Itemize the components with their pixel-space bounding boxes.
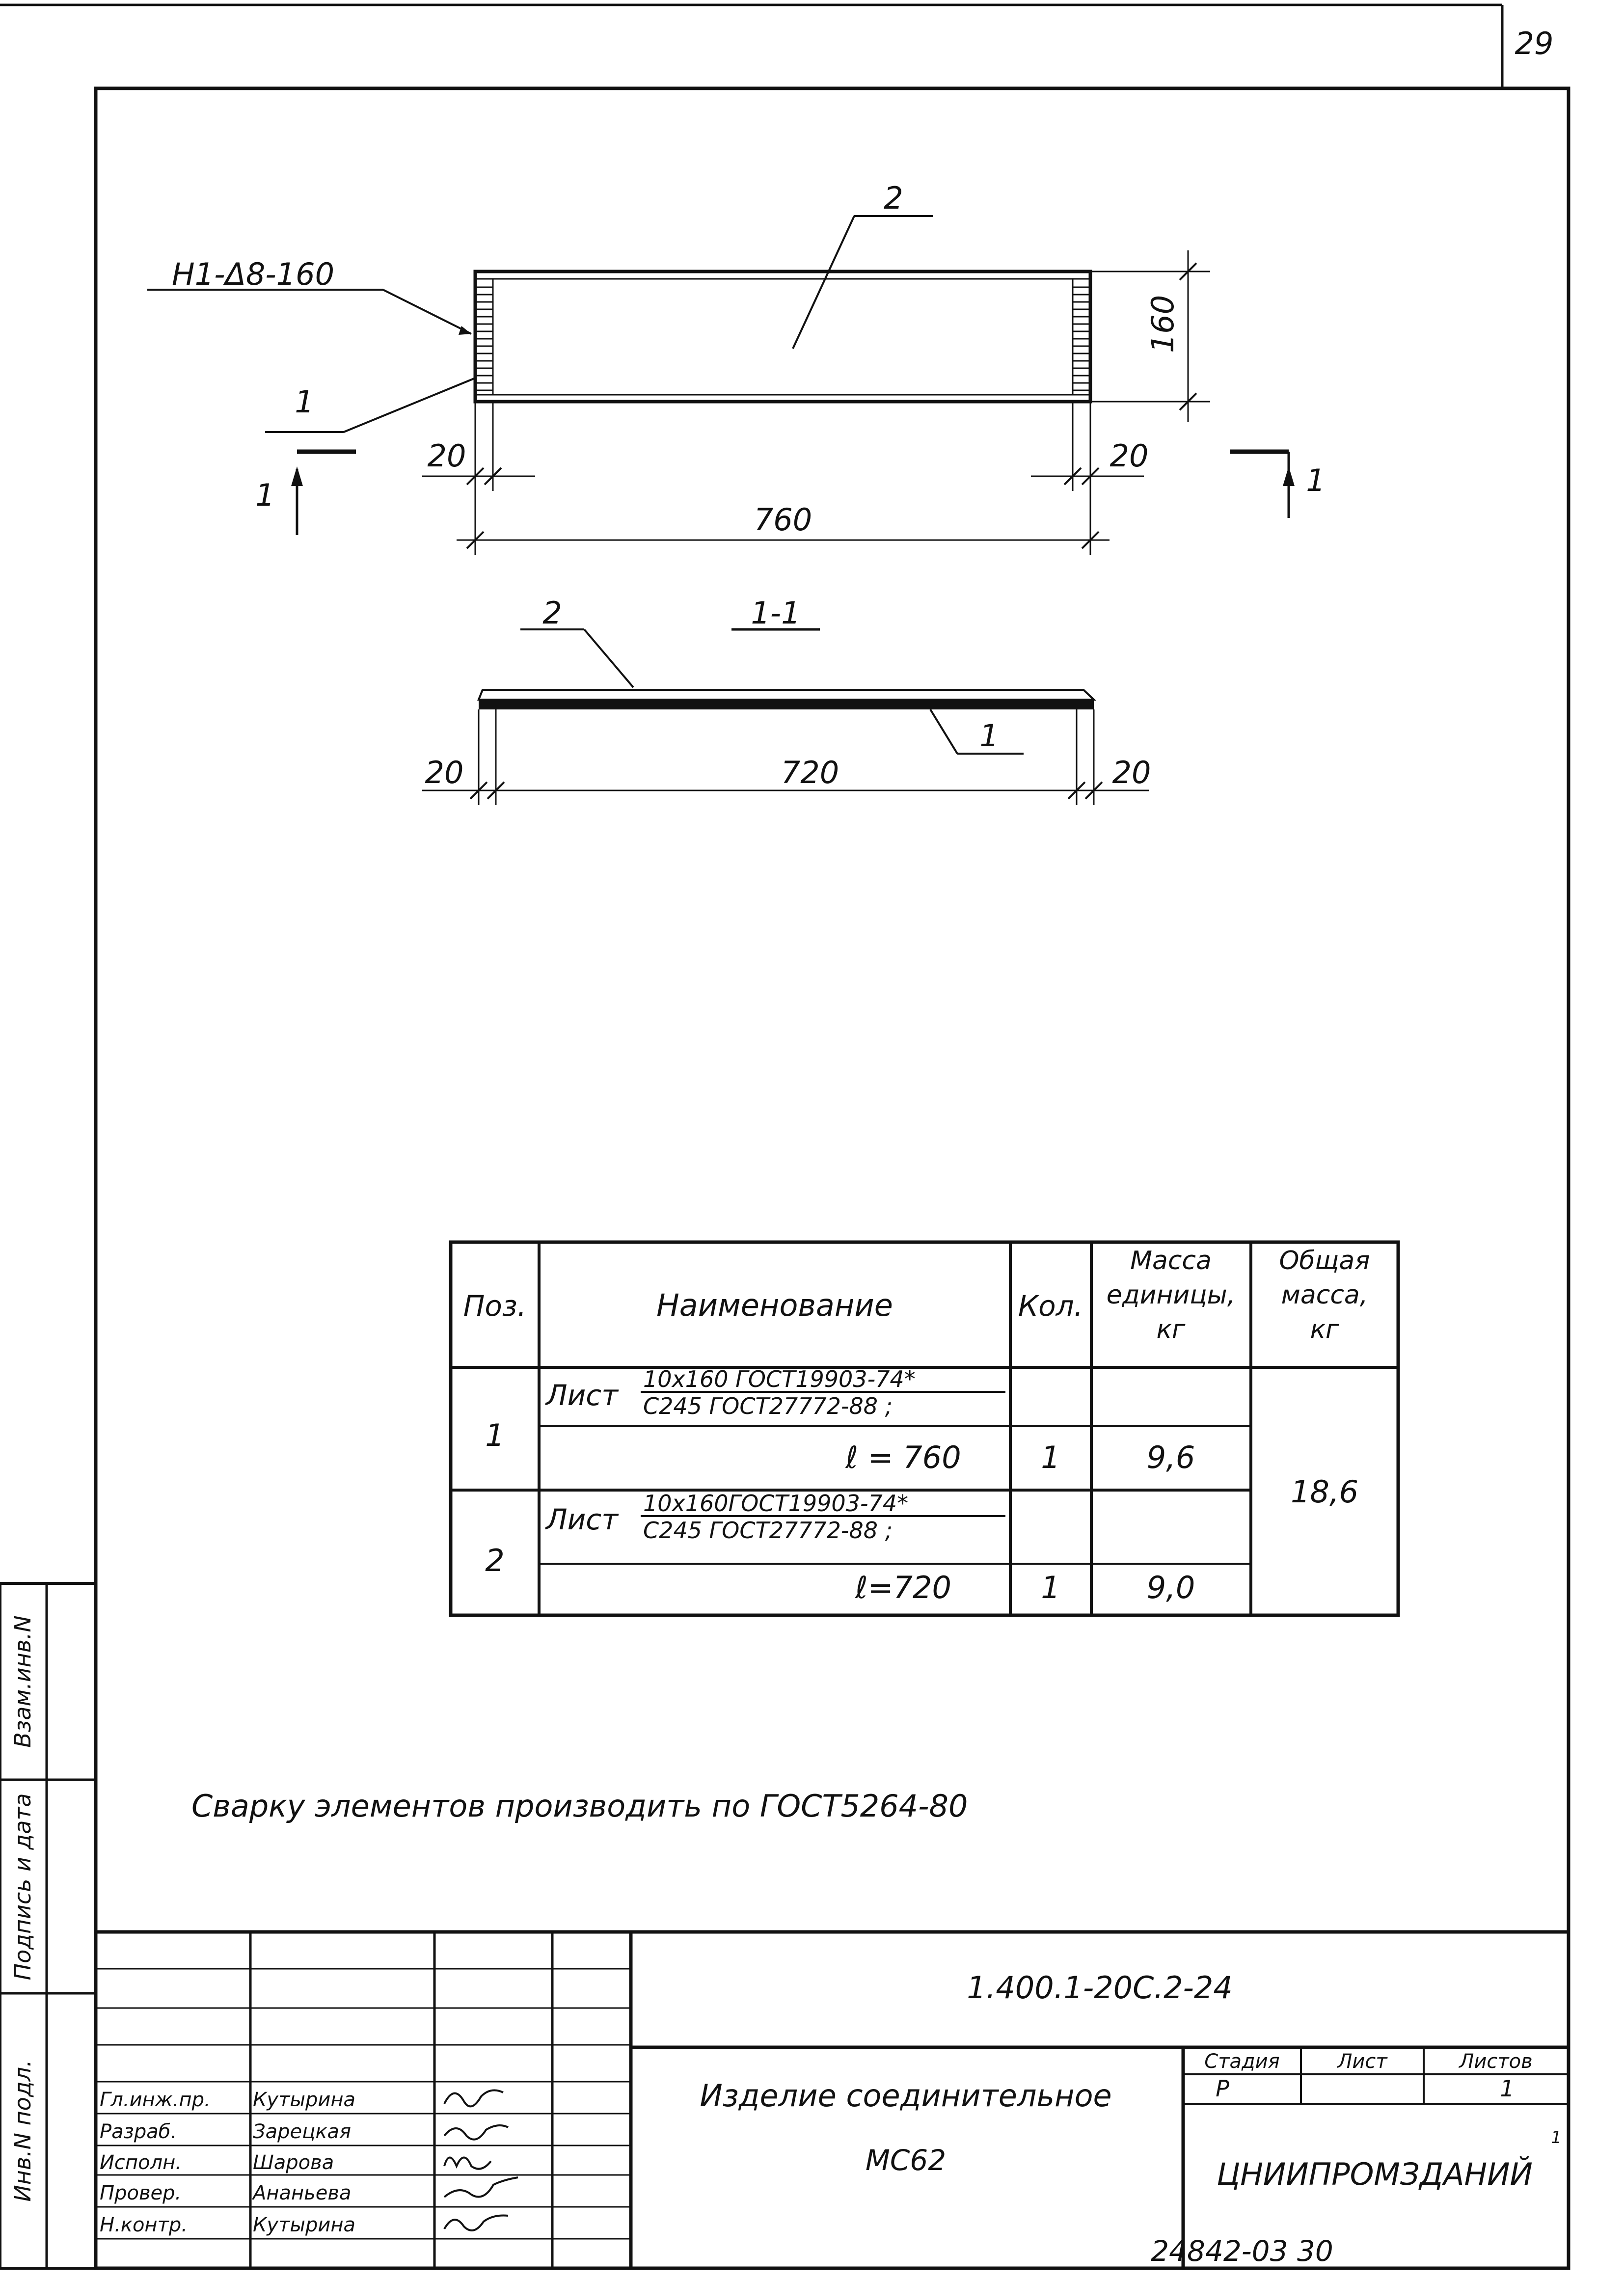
weld-hatch-right bbox=[1072, 278, 1091, 396]
row-2-profile-top: 10x160ГОСТ19903-74* bbox=[643, 1490, 908, 1517]
page-number: 29 bbox=[1515, 26, 1554, 61]
row-2-word: Лист bbox=[545, 1503, 619, 1536]
row-1-word: Лист bbox=[545, 1379, 619, 1412]
row-1-pos: 1 bbox=[485, 1417, 504, 1453]
section-part-1-label: 1 bbox=[979, 718, 999, 754]
title-block bbox=[96, 1930, 1569, 2268]
signature-1 bbox=[443, 2089, 504, 2108]
side-stamp bbox=[0, 1582, 97, 2270]
sheets-value: 1 bbox=[1500, 2075, 1514, 2102]
role-1: Гл.инж.пр. bbox=[100, 2089, 211, 2111]
role-2: Разраб. bbox=[100, 2120, 177, 2143]
weld-hatch-left bbox=[474, 278, 494, 396]
document-code: 1.400.1-20С.2-24 bbox=[967, 1970, 1233, 2006]
role-3: Исполн. bbox=[100, 2151, 182, 2174]
signature-marks bbox=[443, 2089, 518, 2231]
plan-view bbox=[147, 215, 1295, 555]
th-total-mass-2: масса, bbox=[1281, 1280, 1368, 1310]
organization-superscript: 1 bbox=[1551, 2128, 1562, 2147]
row-2-length: ℓ=720 bbox=[855, 1570, 951, 1605]
stage-value: Р bbox=[1216, 2075, 1229, 2102]
part-1-label: 1 bbox=[295, 384, 314, 420]
row-1-length: ℓ = 760 bbox=[845, 1439, 961, 1475]
frame bbox=[0, 3, 1570, 2270]
row-2-unit-mass: 9,0 bbox=[1147, 1570, 1195, 1605]
name-1: Кутырина bbox=[253, 2089, 355, 2111]
section-part-2-label: 2 bbox=[542, 595, 562, 631]
row-1-unit-mass: 9,6 bbox=[1147, 1439, 1195, 1475]
stamp-signature-date: Подпись и дата bbox=[9, 1793, 36, 1980]
section-view bbox=[422, 628, 1149, 805]
welding-note: Сварку элементов производить по ГОСТ5264… bbox=[191, 1788, 968, 1824]
signature-4 bbox=[443, 2176, 518, 2198]
signature-5 bbox=[443, 2214, 509, 2231]
row-1-profile-bottom: С245 ГОСТ27772-88 ; bbox=[643, 1393, 893, 1419]
section-marker-left: 1 bbox=[255, 477, 274, 513]
sheet-header: Лист bbox=[1336, 2050, 1388, 2073]
spec-table bbox=[449, 1240, 1400, 1617]
th-unit-mass-3: кг bbox=[1157, 1315, 1186, 1344]
stage-header: Стадия bbox=[1204, 2050, 1279, 2073]
sheets-header: Листов bbox=[1458, 2050, 1532, 2073]
th-total-mass-1: Общая bbox=[1279, 1246, 1370, 1276]
role-5: Н.контр. bbox=[100, 2214, 188, 2236]
stamp-inv-replace: Взам.инв.N bbox=[9, 1615, 36, 1748]
role-4: Провер. bbox=[100, 2182, 181, 2204]
dim-thickness: 160 bbox=[1145, 295, 1181, 353]
section-dim-mid: 720 bbox=[781, 755, 839, 790]
name-3: Шарова bbox=[253, 2151, 334, 2174]
th-unit-mass-2: единицы, bbox=[1107, 1280, 1236, 1310]
section-marker-right: 1 bbox=[1306, 462, 1325, 498]
section-dim-right: 20 bbox=[1112, 755, 1151, 790]
th-qty: Кол. bbox=[1018, 1289, 1083, 1323]
dim-right-offset: 20 bbox=[1110, 438, 1149, 474]
signature-2 bbox=[443, 2124, 509, 2141]
section-plate bbox=[479, 700, 1094, 709]
section-dim-left: 20 bbox=[425, 755, 464, 790]
organization: ЦНИИПРОМЗДАНИЙ bbox=[1217, 2156, 1533, 2192]
dim-total-length: 760 bbox=[754, 502, 812, 538]
th-unit-mass-1: Масса bbox=[1130, 1246, 1212, 1276]
row-2-profile-bottom: С245 ГОСТ27772-88 ; bbox=[643, 1517, 893, 1544]
archive-number: 24842-03 30 bbox=[1151, 2234, 1333, 2268]
dim-left-offset: 20 bbox=[428, 438, 466, 474]
th-name: Наименование bbox=[656, 1287, 893, 1323]
stamp-inv-original: Инв.N подл. bbox=[9, 2060, 36, 2201]
product-name-line-1: Изделие соединительное bbox=[700, 2078, 1111, 2114]
row-1-profile-top: 10x160 ГОСТ19903-74* bbox=[643, 1366, 916, 1392]
part-2-label: 2 bbox=[884, 180, 903, 216]
th-total-mass-3: кг bbox=[1310, 1315, 1339, 1344]
product-name-line-2: МС62 bbox=[866, 2144, 946, 2177]
th-pos: Поз. bbox=[463, 1289, 526, 1323]
signature-3 bbox=[443, 2156, 492, 2170]
row-2-qty: 1 bbox=[1041, 1570, 1060, 1605]
name-4: Ананьева bbox=[251, 2182, 351, 2204]
weld-callout: Н1-Δ8-160 bbox=[172, 256, 334, 292]
total-mass: 18,6 bbox=[1291, 1474, 1358, 1510]
name-5: Кутырина bbox=[253, 2214, 355, 2236]
row-1-qty: 1 bbox=[1041, 1439, 1060, 1475]
row-2-pos: 2 bbox=[485, 1543, 504, 1578]
section-title: 1-1 bbox=[751, 595, 800, 631]
plate-outline bbox=[473, 270, 1092, 404]
name-2: Зарецкая bbox=[253, 2120, 351, 2143]
